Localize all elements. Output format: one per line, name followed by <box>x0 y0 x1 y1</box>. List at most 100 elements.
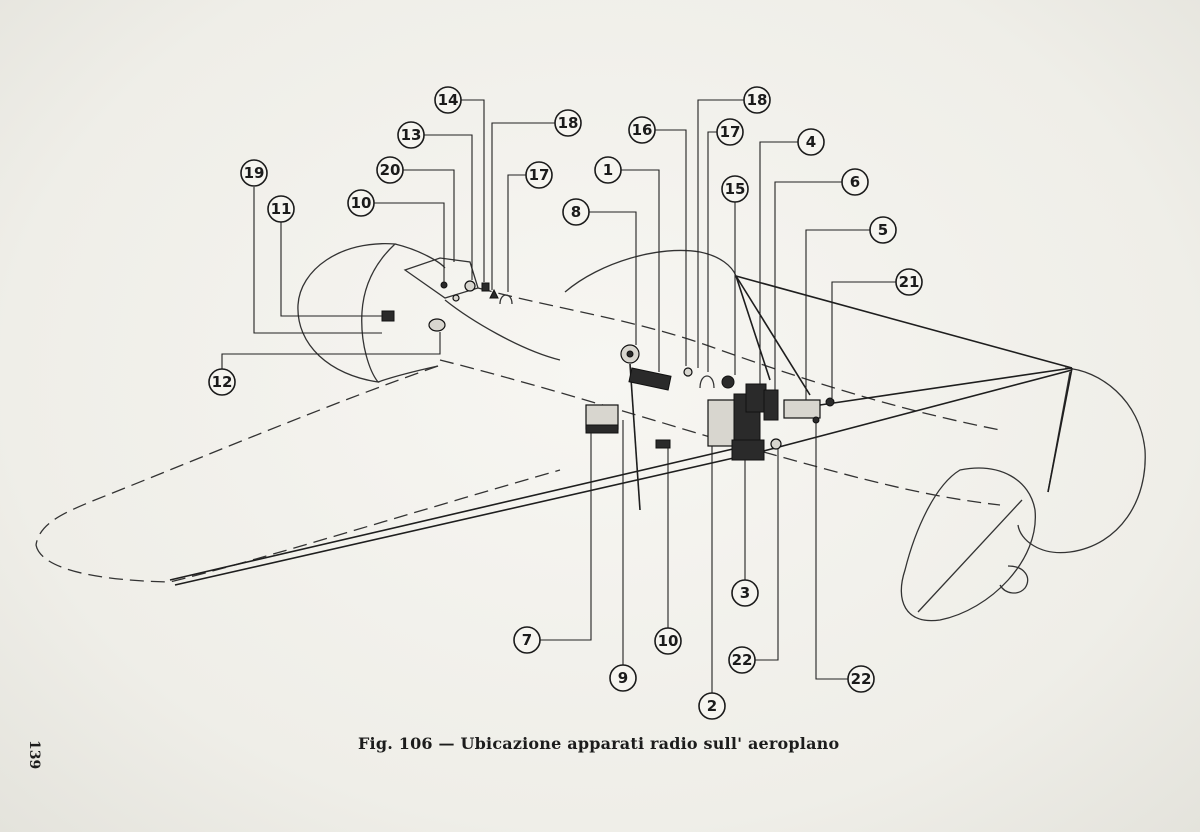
callout-6: 6 <box>841 168 869 196</box>
callout-8: 8 <box>562 198 590 226</box>
svg-text:15: 15 <box>725 180 746 198</box>
leader-17-b <box>707 131 717 372</box>
callout-9: 9 <box>609 664 637 692</box>
leader-4 <box>759 141 798 384</box>
dorsal-hump <box>564 249 737 293</box>
component-21 <box>825 397 835 407</box>
leader-5 <box>805 229 870 400</box>
tail-fin <box>1017 367 1146 554</box>
cockpit <box>403 257 479 299</box>
svg-text:13: 13 <box>401 126 422 144</box>
component-22-a <box>770 438 782 450</box>
component-3 <box>731 439 765 461</box>
callout-22: 22 <box>847 665 875 693</box>
callout-13: 13 <box>397 121 425 149</box>
callout-14: 14 <box>434 86 462 114</box>
engine-cowling <box>297 243 397 383</box>
elevator-line <box>917 499 1023 613</box>
leader-19 <box>253 187 382 334</box>
callout-18: 18 <box>743 86 771 114</box>
leader-8 <box>589 211 637 345</box>
svg-text:21: 21 <box>899 273 920 291</box>
svg-text:18: 18 <box>558 114 579 132</box>
antenna-lead-2 <box>735 275 811 396</box>
leader-21 <box>831 281 896 398</box>
svg-text:22: 22 <box>732 651 753 669</box>
tail-plane <box>900 467 1036 622</box>
leader-20 <box>403 169 455 262</box>
fuselage-bottom <box>439 359 1001 506</box>
svg-text:10: 10 <box>351 194 372 212</box>
component-1 <box>628 367 672 391</box>
callout-20: 20 <box>376 156 404 184</box>
component-17-phones <box>699 375 715 389</box>
svg-text:22: 22 <box>851 670 872 688</box>
component-11 <box>381 310 395 322</box>
component-17-headphones <box>499 294 513 305</box>
callout-2: 2 <box>698 692 726 720</box>
svg-text:2: 2 <box>707 697 717 715</box>
wing-trailing-edge <box>35 469 561 583</box>
callout-1: 1 <box>594 156 622 184</box>
leader-18-b <box>697 99 744 368</box>
component-15 <box>721 375 735 389</box>
leader-7 <box>540 433 592 641</box>
component-13 <box>464 280 476 292</box>
svg-text:11: 11 <box>271 200 292 218</box>
svg-text:20: 20 <box>380 161 401 179</box>
antenna-mast-wire <box>735 275 1073 369</box>
leader-12 <box>221 332 441 369</box>
figure-caption: Fig. 106 — Ubicazione apparati radio sul… <box>358 734 840 753</box>
component-14 <box>481 282 490 292</box>
antenna-wire-lower <box>819 367 1073 406</box>
component-7-base <box>585 424 619 434</box>
callout-3: 3 <box>731 579 759 607</box>
callout-12: 12 <box>208 368 236 396</box>
leader-14 <box>461 99 485 282</box>
svg-text:17: 17 <box>720 123 741 141</box>
tailwheel <box>999 565 1029 594</box>
trailing-antenna-1 <box>169 444 751 581</box>
component-12-ring <box>428 318 446 332</box>
svg-text:8: 8 <box>571 203 581 221</box>
wing-leading-edge <box>35 365 439 546</box>
page-number: 139 <box>26 740 42 770</box>
leader-22-a <box>755 449 779 661</box>
component-8-loop-center <box>626 350 634 358</box>
callout-10: 10 <box>347 189 375 217</box>
antenna-wire-tail <box>1047 367 1073 493</box>
callout-18: 18 <box>554 109 582 137</box>
component-18-headset <box>489 288 499 299</box>
svg-text:16: 16 <box>632 121 653 139</box>
leader-18-a <box>491 122 555 290</box>
wing-root <box>444 299 561 361</box>
callout-10: 10 <box>654 627 682 655</box>
callout-7: 7 <box>513 626 541 654</box>
svg-text:19: 19 <box>244 164 265 182</box>
radio-components <box>381 280 835 511</box>
svg-text:10: 10 <box>658 632 679 650</box>
component-22-b <box>812 416 820 424</box>
leader-16 <box>655 129 687 366</box>
leader-6 <box>774 181 842 390</box>
component-20 <box>452 294 460 302</box>
callout-17: 17 <box>716 118 744 146</box>
svg-text:9: 9 <box>618 669 628 687</box>
svg-text:14: 14 <box>438 91 459 109</box>
svg-text:1: 1 <box>603 161 613 179</box>
antenna-lead-1 <box>735 275 771 381</box>
callout-22: 22 <box>728 646 756 674</box>
callout-17: 17 <box>525 161 553 189</box>
svg-text:7: 7 <box>522 631 532 649</box>
aircraft-outline <box>35 243 1146 622</box>
callout-16: 16 <box>628 116 656 144</box>
callout-19: 19 <box>240 159 268 187</box>
component-10-plug <box>655 439 671 449</box>
component-6 <box>783 399 821 419</box>
callout-5: 5 <box>869 216 897 244</box>
component-9-rod <box>629 363 641 511</box>
callout-4: 4 <box>797 128 825 156</box>
leader-10-a <box>374 202 445 282</box>
svg-text:4: 4 <box>806 133 816 151</box>
